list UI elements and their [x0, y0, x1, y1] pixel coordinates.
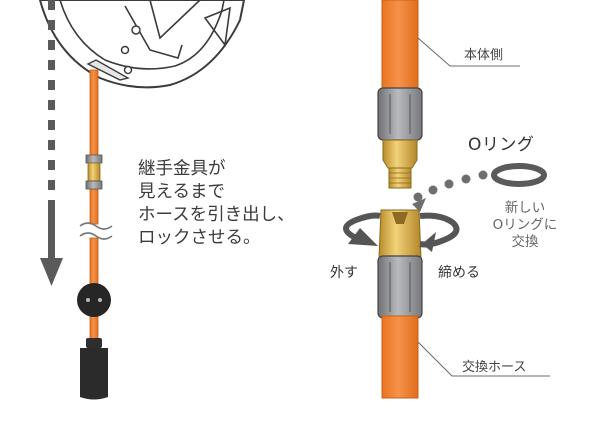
rotate-arrow-icon [343, 212, 460, 252]
replacement-hose [381, 315, 419, 399]
oring-note: 新しい Oリングに 交換 [480, 200, 570, 251]
female-coupling-nut [378, 209, 422, 259]
lower-grip-sleeve [377, 255, 423, 319]
left-hose [89, 69, 99, 341]
oring-title: Oリング [468, 135, 535, 155]
o-ring-icon [491, 163, 547, 187]
pull-down-arrow-icon [40, 0, 63, 286]
instruction-text: 継手金具が 見えるまで ホースを引き出し、 ロックさせる。 [138, 158, 295, 250]
leader-line-replacement-hose [417, 341, 550, 377]
instruction-line: ロックさせる。 [138, 228, 261, 248]
spray-nozzle-icon [80, 338, 108, 400]
dotted-guide-line [412, 170, 488, 212]
oring-note-line: 新しい [504, 200, 546, 216]
instruction-line: ホースを引き出し、 [138, 205, 295, 225]
label-body-side: 本体側 [464, 48, 504, 63]
body-side-hose [381, 0, 419, 93]
hose-stopper-ball [77, 283, 111, 317]
upper-grip-sleeve [377, 87, 423, 141]
hose-reel-drum [38, 0, 246, 89]
label-remove: 外す [330, 265, 358, 281]
male-threaded-fitting [382, 139, 418, 189]
oring-note-line: Oリングに [492, 217, 558, 233]
label-replacement-hose: 交換ホース [462, 360, 527, 375]
leader-line-body-side [417, 37, 520, 67]
label-tighten: 締める [438, 265, 480, 281]
hose-break-mark [79, 222, 113, 240]
instruction-line: 見えるまで [138, 182, 225, 202]
left-fitting-icon [85, 154, 103, 190]
oring-note-line: 交換 [511, 234, 539, 250]
instruction-line: 継手金具が [138, 159, 226, 179]
